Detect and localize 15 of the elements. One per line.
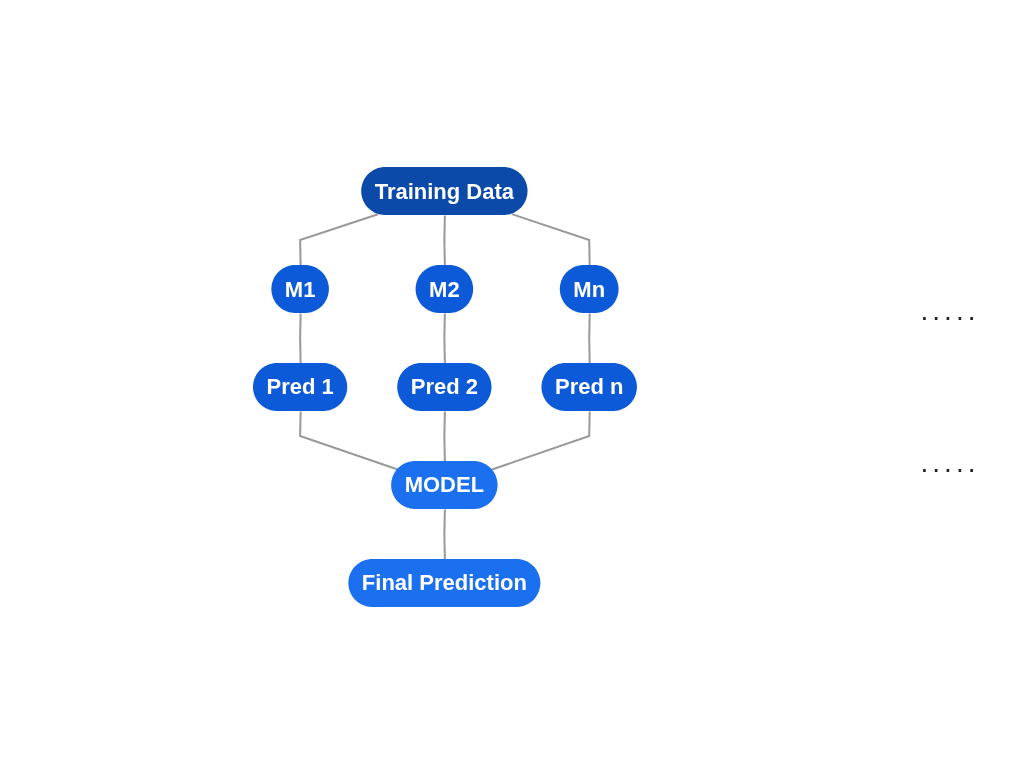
ellipsis-label: ..... — [920, 447, 980, 479]
connector — [443, 410, 446, 463]
node-box: Training Data — [361, 167, 528, 215]
connector — [299, 213, 379, 267]
connector — [443, 508, 446, 561]
connector — [299, 312, 302, 365]
connector — [491, 410, 591, 471]
connector — [588, 312, 591, 365]
connector — [510, 213, 591, 267]
node-box: Final Prediction — [348, 559, 541, 607]
node-box: MODEL — [391, 461, 498, 509]
connector — [443, 312, 446, 365]
connector — [443, 214, 446, 267]
connector — [299, 410, 399, 471]
ellipsis-label: ..... — [920, 295, 980, 327]
